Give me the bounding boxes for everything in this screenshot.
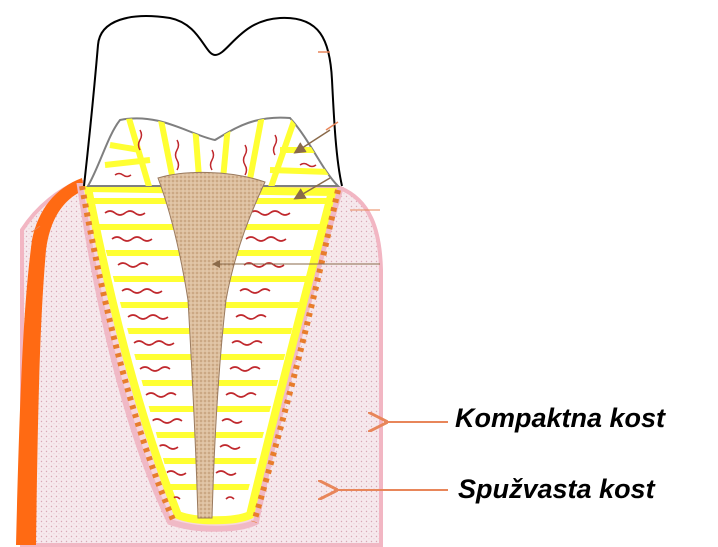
spongy-bone-label: Spužvasta kost	[458, 474, 655, 505]
compact-bone-label: Kompaktna kost	[455, 403, 665, 434]
